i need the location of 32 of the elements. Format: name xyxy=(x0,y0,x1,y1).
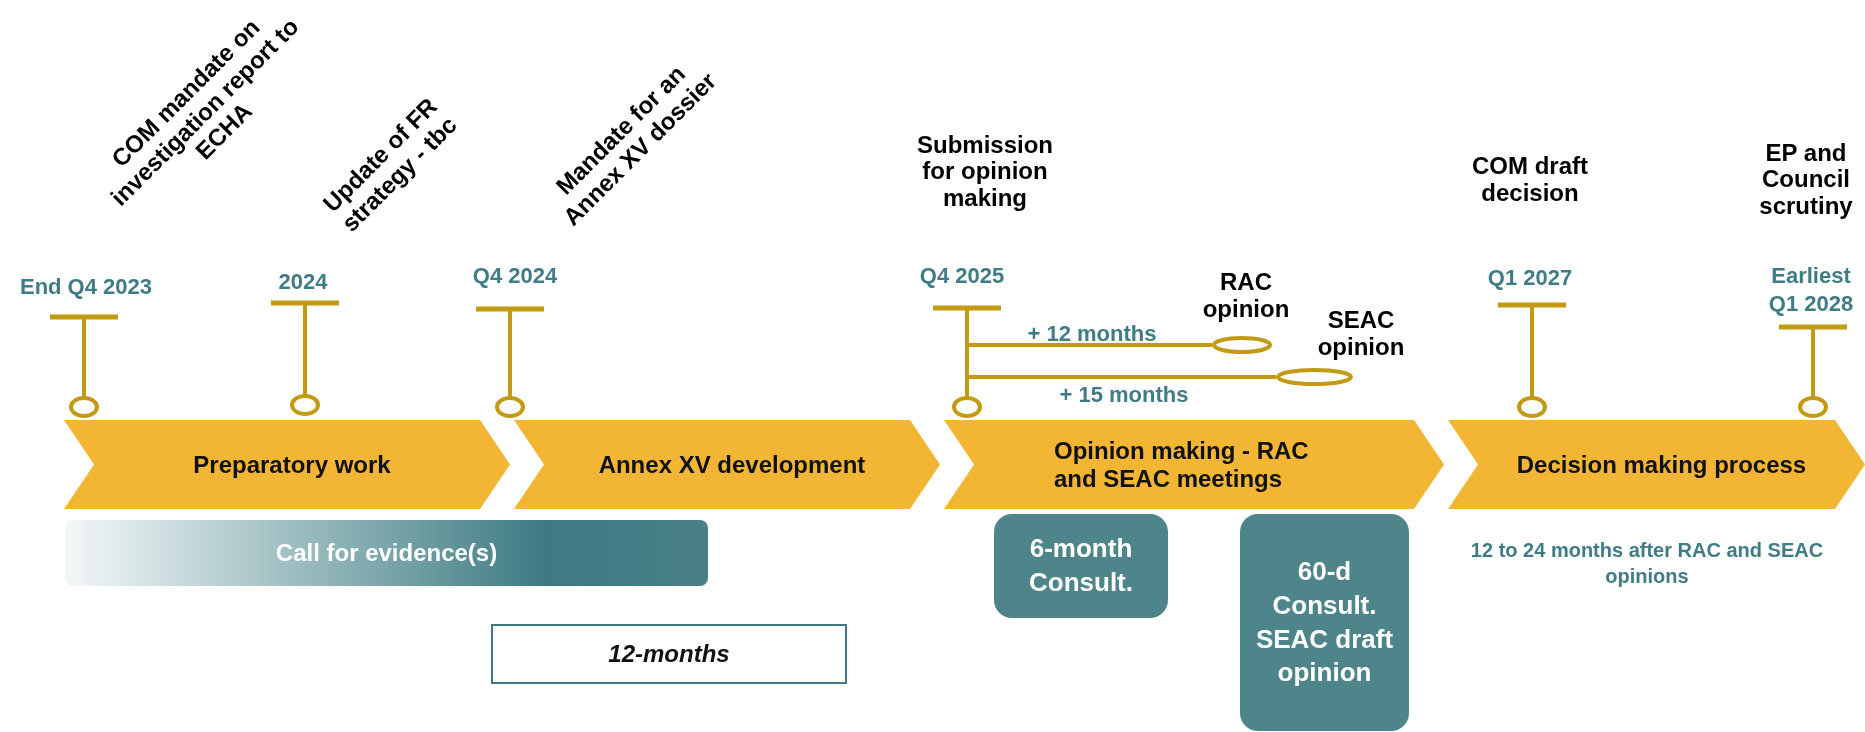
milestone-date: Earliest Q1 2028 xyxy=(1767,261,1855,319)
milestone-marker xyxy=(50,314,118,418)
milestone-title: EP and Council scrutiny xyxy=(1758,139,1854,221)
milestone-marker xyxy=(271,300,339,416)
phase-chevron: Preparatory work xyxy=(64,420,510,509)
duration-note: 12 to 24 months after RAC and SEAC opinions xyxy=(1469,537,1825,589)
phase-chevron: Annex XV development xyxy=(514,420,940,509)
connector-line xyxy=(967,375,1276,379)
consultation-box: 6-month Consult. xyxy=(994,514,1168,618)
milestone-date: End Q4 2023 xyxy=(18,272,154,301)
opinion-ellipse xyxy=(1212,336,1272,354)
edge-label: + 15 months xyxy=(1058,380,1190,409)
phase-chevron: Decision making process xyxy=(1448,420,1865,509)
milestone-date: 2024 xyxy=(277,267,329,296)
milestone-date: Q4 2024 xyxy=(471,261,559,290)
evidence-bar: Call for evidence(s) xyxy=(65,520,708,586)
opinion-label: SEAC opinion xyxy=(1316,307,1406,361)
milestone-date: Q1 2027 xyxy=(1486,263,1574,292)
milestone-marker xyxy=(1498,302,1566,418)
phase-chevron: Opinion making - RAC and SEAC meetings xyxy=(944,420,1444,509)
opinion-ellipse xyxy=(1276,368,1353,386)
milestone-date: Q4 2025 xyxy=(918,261,1006,290)
edge-label: + 12 months xyxy=(1026,319,1158,348)
connector-line xyxy=(967,343,1212,347)
duration-box: 12-months xyxy=(491,624,847,684)
milestone-marker xyxy=(476,306,544,418)
consultation-box: 60-d Consult. SEAC draft opinion xyxy=(1240,514,1409,731)
milestone-title: COM draft decision xyxy=(1471,153,1589,207)
opinion-label: RAC opinion xyxy=(1201,269,1291,323)
milestone-marker xyxy=(933,305,1001,418)
milestone-title: Submission for opinion making xyxy=(916,131,1054,213)
milestone-marker xyxy=(1779,324,1847,418)
